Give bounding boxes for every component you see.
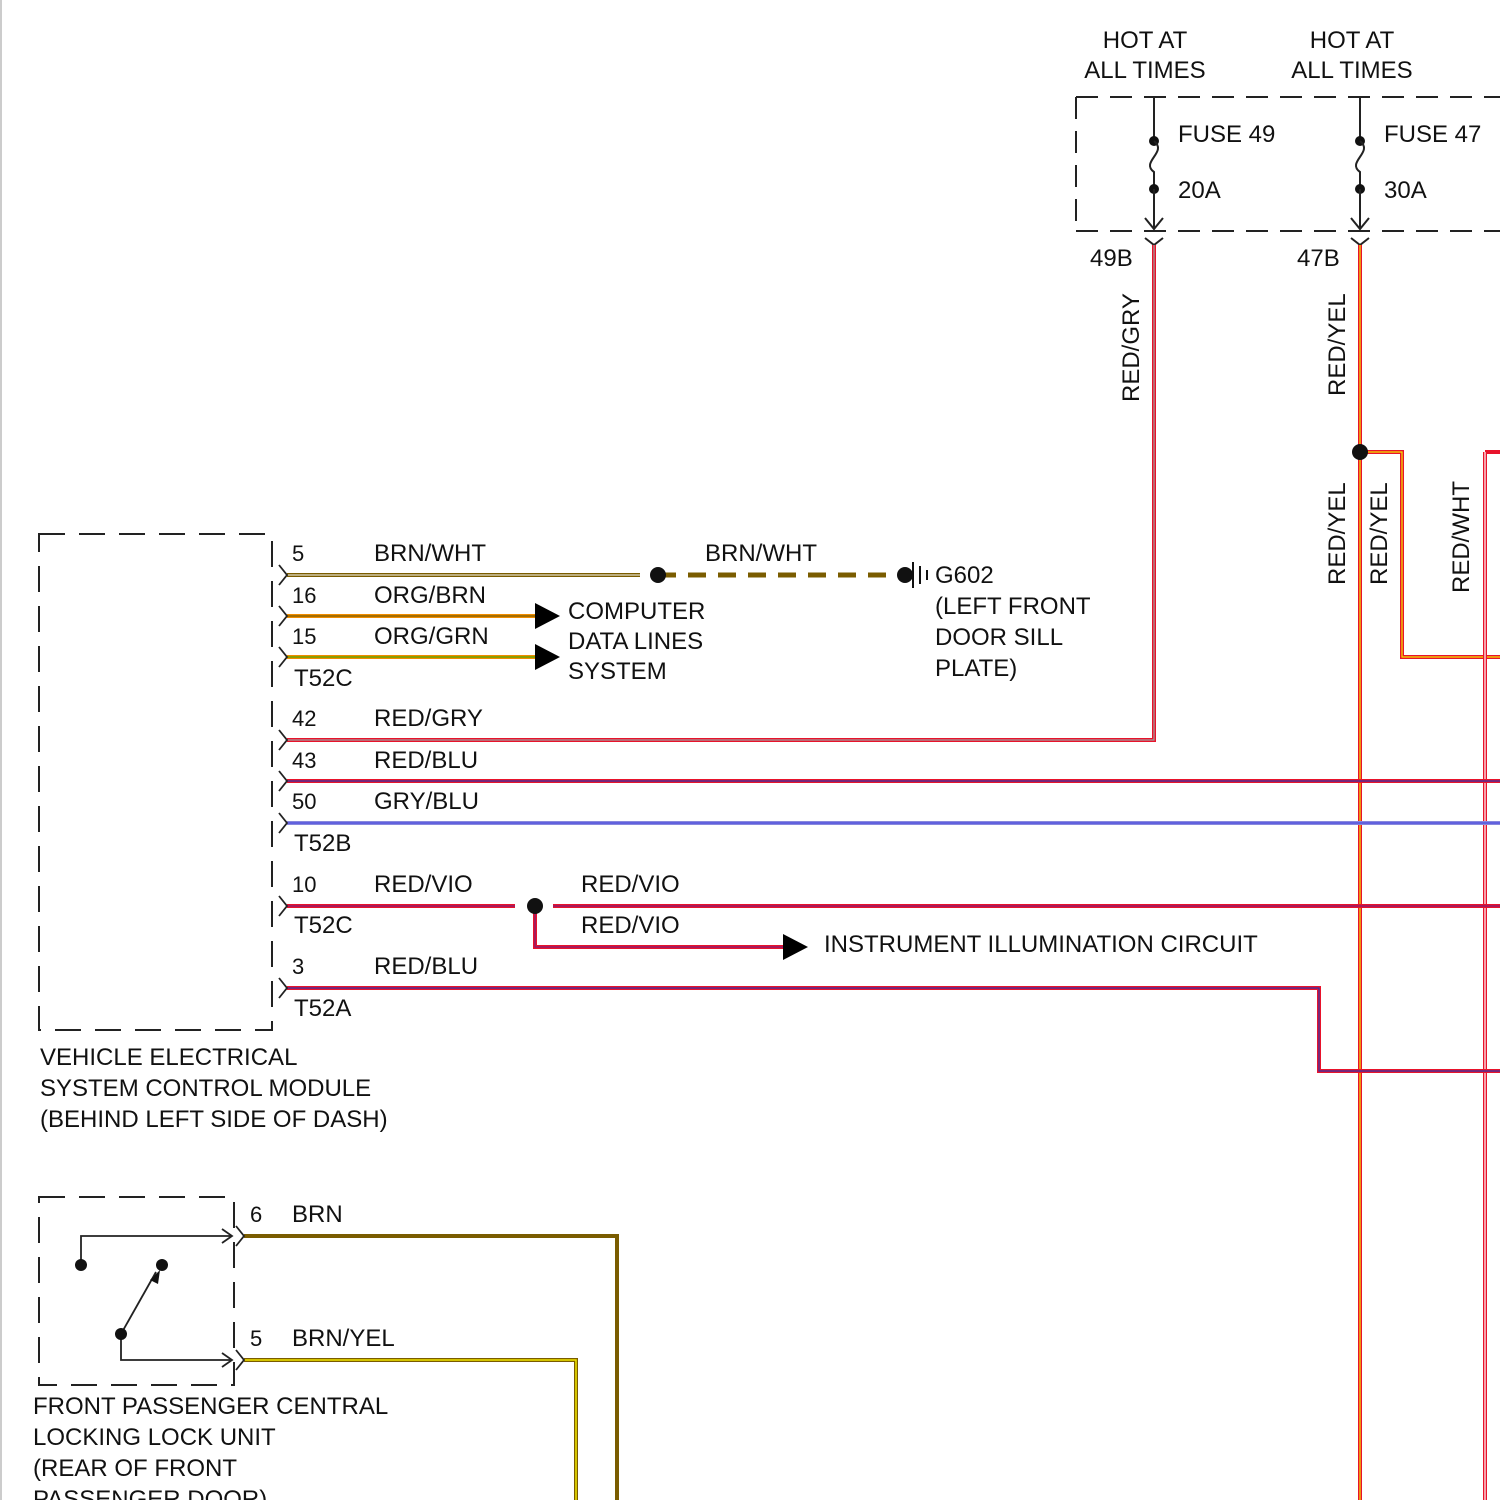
data-lines-label-1: COMPUTER bbox=[568, 598, 705, 625]
connector-t52a: T52A bbox=[294, 995, 351, 1022]
ground-wire-label: BRN/WHT bbox=[705, 540, 817, 567]
connector-t52c-2: T52C bbox=[294, 912, 353, 939]
pin-5-number: 5 bbox=[292, 541, 304, 566]
wire-red-gry bbox=[287, 245, 1154, 740]
lock-pin-5-wire: BRN/YEL bbox=[292, 1325, 395, 1352]
vehicle-electrical-system-control-module: 5 BRN/WHT 16 ORG/BRN 15 ORG/GRN T52C 42 … bbox=[39, 534, 489, 1133]
data-lines-label-2: DATA LINES bbox=[568, 628, 703, 655]
arrow-data-line-1 bbox=[535, 603, 560, 629]
label-red-yel-lower: RED/YEL bbox=[1324, 482, 1351, 585]
pin-43-number: 43 bbox=[292, 748, 316, 773]
label-red-yel-upper: RED/YEL bbox=[1324, 293, 1351, 396]
fuse-47-name: FUSE 47 bbox=[1384, 121, 1481, 148]
splice-red-yel bbox=[1352, 444, 1368, 460]
lock-unit-name-3: (REAR OF FRONT bbox=[33, 1455, 237, 1482]
data-lines-label-3: SYSTEM bbox=[568, 658, 667, 685]
fuse-47-rating: 30A bbox=[1384, 177, 1427, 204]
hot-at-all-times-label-2a: HOT AT bbox=[1310, 27, 1395, 54]
wire-red-blu-3 bbox=[287, 988, 1500, 1071]
wire-red-wht bbox=[1485, 452, 1500, 1500]
vertical-wire-labels: RED/GRY RED/YEL RED/YEL RED/YEL RED/WHT bbox=[1118, 293, 1475, 593]
label-red-gry-vertical: RED/GRY bbox=[1118, 293, 1145, 402]
fuse-49-rating: 20A bbox=[1178, 177, 1221, 204]
illum-wire-upper: RED/VIO bbox=[581, 871, 680, 898]
illumination-circuit-label: INSTRUMENT ILLUMINATION CIRCUIT bbox=[824, 931, 1258, 958]
ground-location-2: DOOR SILL bbox=[935, 624, 1063, 651]
pin-3-wire: RED/BLU bbox=[374, 953, 478, 980]
pin-10-number: 10 bbox=[292, 872, 316, 897]
lock-unit-name-1: FRONT PASSENGER CENTRAL bbox=[33, 1393, 388, 1420]
pin-43-wire: RED/BLU bbox=[374, 747, 478, 774]
fuse-47-terminal: 47B bbox=[1297, 245, 1340, 272]
label-red-wht: RED/WHT bbox=[1448, 481, 1475, 593]
pin-16-number: 16 bbox=[292, 583, 316, 608]
label-red-yel-branch: RED/YEL bbox=[1366, 482, 1393, 585]
ground-g602 bbox=[897, 562, 927, 588]
pin-16-wire: ORG/BRN bbox=[374, 582, 486, 609]
ground-location-3: PLATE) bbox=[935, 655, 1017, 682]
lock-pin-6-wire: BRN bbox=[292, 1201, 343, 1228]
splice-red-vio bbox=[527, 898, 543, 914]
pin-5-wire: BRN/WHT bbox=[374, 540, 486, 567]
pin-50-wire: GRY/BLU bbox=[374, 788, 479, 815]
pin-15-number: 15 bbox=[292, 624, 316, 649]
hot-at-all-times-label-2b: ALL TIMES bbox=[1291, 57, 1412, 84]
fuse-49-terminal: 49B bbox=[1090, 245, 1133, 272]
lock-unit-name-2: LOCKING LOCK UNIT bbox=[33, 1424, 276, 1451]
hot-at-all-times-label-1b: ALL TIMES bbox=[1084, 57, 1205, 84]
module-name-line-3: (BEHIND LEFT SIDE OF DASH) bbox=[40, 1106, 388, 1133]
lock-pin-5-number: 5 bbox=[250, 1326, 262, 1351]
pin-15-wire: ORG/GRN bbox=[374, 623, 489, 650]
illum-wire-lower: RED/VIO bbox=[581, 912, 680, 939]
fuse-49-name: FUSE 49 bbox=[1178, 121, 1275, 148]
module-name-line-2: SYSTEM CONTROL MODULE bbox=[40, 1075, 371, 1102]
connector-t52b: T52B bbox=[294, 830, 351, 857]
fuse-47: FUSE 47 30A 47B bbox=[1297, 97, 1481, 272]
ground-id: G602 bbox=[935, 562, 994, 589]
pin-42-number: 42 bbox=[292, 706, 316, 731]
pin-10-wire: RED/VIO bbox=[374, 871, 473, 898]
module-name-line-1: VEHICLE ELECTRICAL bbox=[40, 1044, 297, 1071]
pin-3-number: 3 bbox=[292, 954, 304, 979]
connector-t52c-1: T52C bbox=[294, 665, 353, 692]
wire-brn-yel bbox=[244, 1360, 576, 1500]
front-passenger-lock-unit: 6 BRN 5 BRN/YEL FRONT PASSENGER CENTRAL … bbox=[33, 1197, 395, 1500]
arrow-illumination bbox=[783, 934, 808, 960]
fuse-49: FUSE 49 20A 49B bbox=[1090, 97, 1275, 272]
ground-location-1: (LEFT FRONT bbox=[935, 593, 1091, 620]
fuse-box: HOT AT ALL TIMES HOT AT ALL TIMES FUSE 4… bbox=[1076, 27, 1500, 272]
wire-brn bbox=[244, 1236, 617, 1500]
pin-50-number: 50 bbox=[292, 789, 316, 814]
lock-pin-6-number: 6 bbox=[250, 1202, 262, 1227]
pin-42-wire: RED/GRY bbox=[374, 705, 483, 732]
arrow-data-line-2 bbox=[535, 644, 560, 670]
lock-unit-name-4: PASSENGER DOOR) bbox=[33, 1486, 267, 1500]
hot-at-all-times-label-1a: HOT AT bbox=[1103, 27, 1188, 54]
splice-brn-wht bbox=[650, 567, 666, 583]
